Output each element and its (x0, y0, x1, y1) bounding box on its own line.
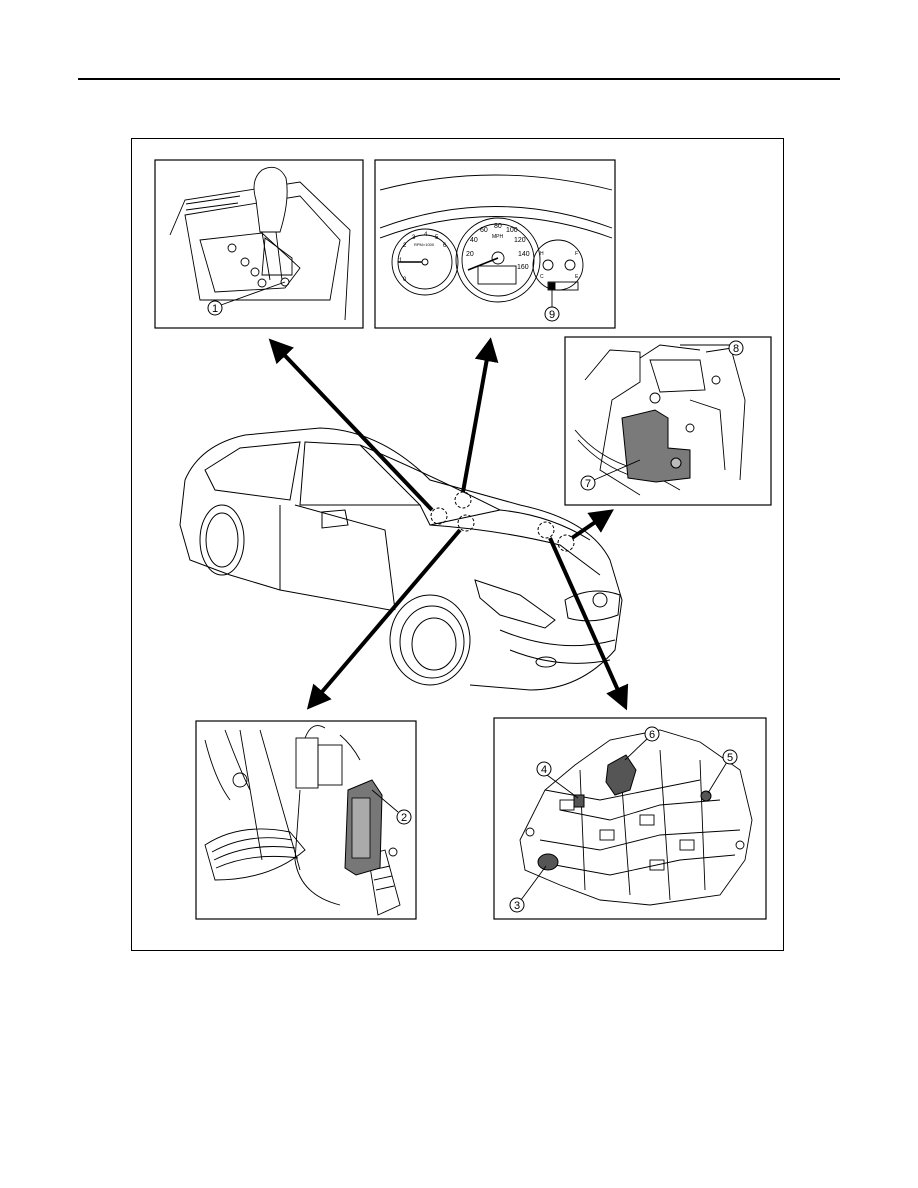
speedo-tick-160: 160 (517, 264, 529, 271)
callout-1: 1 (207, 300, 223, 316)
tacho-tick-4: 4 (424, 232, 428, 238)
pointer-arrows (268, 337, 629, 711)
fuel-gauge-e: E (575, 274, 579, 280)
tacho-tick-6: 6 (443, 243, 447, 249)
speedo-tick-60: 60 (480, 227, 488, 234)
panel-engine-bay (564, 336, 772, 506)
callout-9: 9 (544, 306, 560, 322)
arrow-to-shift-lever (268, 338, 434, 512)
callout-7-label: 7 (585, 478, 591, 490)
callout-4: 4 (536, 761, 552, 777)
temp-gauge-c: C (540, 274, 544, 280)
figure-frame (131, 138, 784, 951)
location-markers (430, 491, 575, 552)
tacho-tick-3: 3 (412, 235, 416, 241)
callout-8: 8 (728, 340, 744, 356)
vehicle-illustration (179, 427, 623, 691)
speedo-tick-120: 120 (514, 237, 526, 244)
callout-3-label: 3 (514, 900, 520, 912)
panel-combination-meter: 20 40 60 80 100 120 140 160 MPH 0 1 2 3 … (374, 159, 616, 329)
marker-stop-lamp (457, 514, 475, 532)
callout-2-label: 2 (401, 812, 407, 824)
arrow-to-transaxle (548, 537, 629, 711)
tacho-tick-5: 5 (435, 235, 439, 241)
speedo-tick-40: 40 (470, 237, 478, 244)
arrow-to-tcm (570, 509, 614, 540)
arrow-to-stop-lamp (306, 528, 462, 710)
callout-3: 3 (509, 897, 525, 913)
callout-6-label: 6 (649, 729, 655, 741)
speedo-tick-100: 100 (506, 227, 518, 234)
speedo-tick-80: 80 (494, 223, 502, 230)
callout-7: 7 (580, 475, 596, 491)
arrow-to-meter (461, 337, 499, 493)
panel-transaxle (493, 717, 767, 920)
callout-5-label: 5 (727, 752, 733, 764)
temp-gauge-h: H (540, 251, 544, 257)
marker-transaxle (537, 521, 555, 539)
tacho-tick-1: 1 (399, 258, 403, 264)
header-rule (78, 78, 840, 80)
speedo-tick-140: 140 (518, 251, 530, 258)
tacho-tick-0: 0 (403, 277, 407, 283)
speedo-tick-20: 20 (466, 251, 474, 258)
fuel-gauge-f: F (575, 251, 578, 257)
callout-5: 5 (722, 749, 738, 765)
tacho-unit: RPM×1000 (414, 242, 435, 247)
callout-2: 2 (396, 809, 412, 825)
marker-shift-lever (430, 507, 448, 525)
callout-8-label: 8 (733, 343, 739, 355)
panel-shift-lever (154, 159, 364, 329)
callout-9-label: 9 (549, 309, 555, 321)
callout-1-label: 1 (212, 303, 218, 315)
tacho-tick-2: 2 (403, 243, 407, 249)
marker-tcm (557, 534, 575, 552)
callout-4-label: 4 (541, 764, 547, 776)
panel-stop-lamp-switch (195, 720, 417, 920)
callout-6: 6 (644, 726, 660, 742)
speedo-unit: MPH (492, 234, 504, 240)
